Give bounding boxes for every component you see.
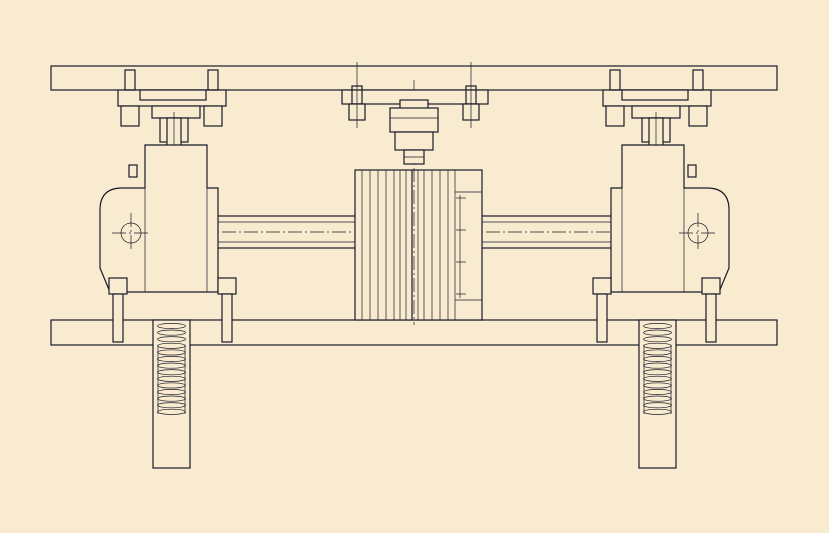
spring-coil (643, 369, 672, 376)
spring-coil (157, 356, 186, 362)
spring-coil (643, 402, 672, 409)
spring-coil (157, 395, 186, 402)
spring-coil (157, 336, 186, 343)
right-clamp (602, 69, 712, 165)
spring-coil (643, 329, 672, 336)
right-spring (638, 319, 677, 469)
spring-coil (157, 402, 186, 409)
right-support-block (592, 144, 730, 343)
spring-coil (157, 389, 186, 395)
spring-coil (643, 356, 672, 362)
spring-coil (157, 362, 186, 369)
spring-coil (643, 362, 672, 369)
spring-coil (157, 329, 186, 336)
spring-coil (643, 323, 672, 329)
spring-coil (643, 395, 672, 402)
spring-coil (157, 369, 186, 376)
spring-coil (643, 342, 672, 349)
center-clamp (341, 62, 489, 165)
spring-coil (157, 349, 186, 356)
spring-coil (643, 336, 672, 343)
spring-coil (643, 389, 672, 395)
center-cylinder (354, 80, 483, 325)
spring-coil (157, 375, 186, 382)
left-support-block (99, 144, 237, 343)
spring-coil (157, 323, 186, 329)
spring-coil (643, 349, 672, 356)
spring-coil (157, 382, 186, 389)
spring-coil (643, 375, 672, 382)
spring-coil (643, 408, 672, 415)
spring-coil (157, 408, 186, 415)
left-spring (152, 319, 191, 469)
spring-coil (157, 342, 186, 349)
spring-coil (643, 382, 672, 389)
